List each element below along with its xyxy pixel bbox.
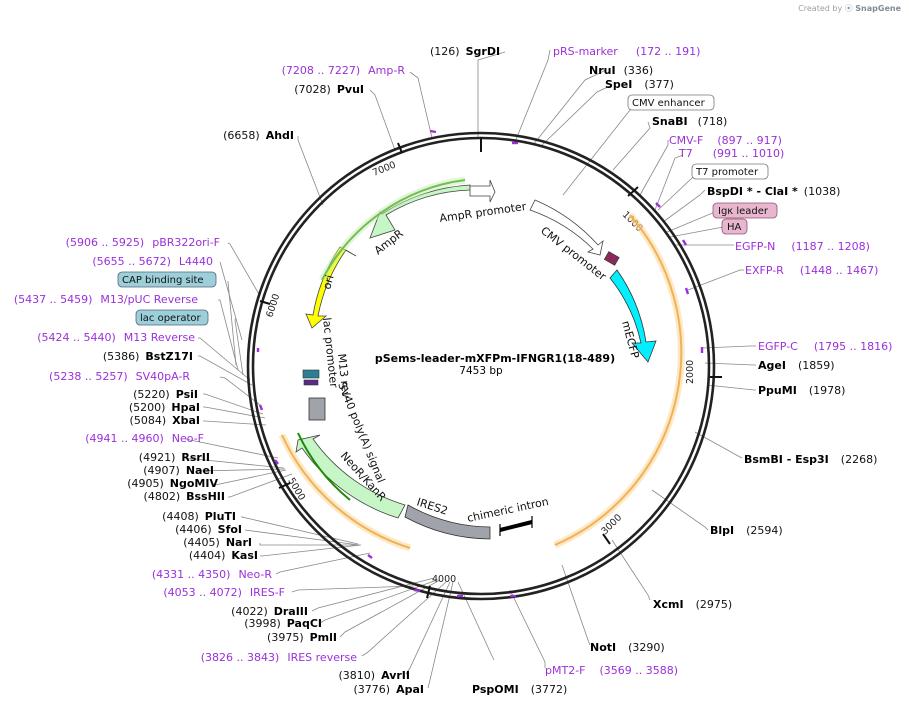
igk-leader-label: Igκ leader (718, 206, 769, 217)
brand-name: SnapGene (855, 4, 901, 13)
mecfp-arrow (609, 269, 657, 363)
plasmid-name: pSems-leader-mXFPm-IFNGR1(18-489) (375, 352, 615, 365)
site-bsmbi-esp3i: BsmBI - Esp3I(2268) (744, 453, 877, 466)
t7-promoter-label: T7 promoter (695, 167, 759, 178)
feature-label-ampr-promoter: AmpR promoter (439, 200, 528, 225)
site-agei: AgeI(1859) (758, 359, 835, 372)
backbone-outer-ring (246, 131, 716, 601)
site-bspdi-clai: BspDI * - ClaI *(1038) (707, 185, 840, 198)
lac-promoter-block (302, 369, 320, 379)
tick-label-6000: 6000 (264, 293, 282, 319)
primer-neo-f: (4941 .. 4960)Neo-F (85, 432, 204, 445)
site-xcmi: XcmI(2975) (653, 598, 732, 611)
site-snabi: SnaBI(718) (652, 115, 727, 128)
site-blpi: BlpI(2594) (710, 524, 783, 537)
plasmid-length: 7453 bp (459, 365, 503, 377)
primer-ires-f: (4053 .. 4072)IRES-F (163, 586, 285, 599)
site-avrii: (3810)AvrII (339, 669, 410, 682)
site-psii: (5220)PsiI (133, 388, 198, 401)
igk-leader-block (603, 251, 620, 266)
site-nari: (4405)NarI (183, 536, 252, 549)
site-pspomi: PspOMI(3772) (472, 683, 567, 696)
site-draiii: (4022)DraIII (231, 605, 308, 618)
primer-l4440: (5655 .. 5672)L4440 (92, 255, 213, 268)
primer-marks (256, 129, 704, 598)
snapgene-logo-icon: ⦿ (844, 4, 853, 13)
ires2-block (404, 504, 491, 540)
primer-sv40pa-r: (5238 .. 5257)SV40pA-R (49, 370, 190, 383)
boxed-t7-promoter: T7 promoter (691, 163, 769, 180)
cap-binding-site-label: CAP binding site (122, 275, 204, 286)
primer-prs-marker: pRS-marker(172 .. 191) (553, 45, 700, 58)
boxed-lac-operator: lac operator (135, 309, 209, 326)
boxed-cmv-enhancer: CMV enhancer (627, 94, 715, 111)
feature-label-chimeric-intron: chimeric intron (466, 495, 550, 525)
primer-m13-puc-reverse: (5437 .. 5459)M13/pUC Reverse (14, 293, 198, 306)
ires-orf-glow (278, 433, 412, 552)
tick-label-2000: 2000 (685, 360, 696, 384)
primer-exfp-r: EXFP-R(1448 .. 1467) (745, 264, 878, 277)
primer-egfp-n: EGFP-N(1187 .. 1208) (735, 240, 870, 253)
neo-orf-arc (297, 432, 351, 501)
primer-ires-reverse: (3826 .. 3843)IRES reverse (201, 651, 357, 664)
site-sgrdi: (126)SgrDI (430, 45, 500, 58)
site-bsshii: (4802)BssHII (144, 490, 225, 503)
primer-amp-r: (7208 .. 7227)Amp-R (282, 64, 406, 77)
primer-neo-r: (4331 .. 4350)Neo-R (152, 568, 272, 581)
primer-t7: T7(991 .. 1010) (678, 147, 784, 160)
brand-prefix: Created by (798, 4, 843, 13)
ampr-promoter-arrow (469, 179, 496, 203)
leader-lines (184, 49, 756, 689)
feature-label-ori: ori (320, 274, 336, 291)
site-nrui: NruI(336) (589, 64, 653, 77)
mecfp-orf-glow (553, 212, 685, 549)
site-ngomiv: (4905)NgoMIV (127, 477, 218, 490)
site-pmli: (3975)PmlI (267, 631, 337, 644)
ampr-arrow (369, 184, 471, 239)
site-sfoi: (4406)SfoI (175, 523, 242, 536)
boxed-igk-leader: Igκ leader (712, 202, 778, 219)
chimeric-intron-bar (499, 520, 533, 532)
lac-operator-label: lac operator (140, 313, 201, 324)
site-pluti: (4408)PluTI (162, 510, 236, 523)
neo-kanr-arrow (295, 434, 406, 519)
site-ppumi: PpuMI(1978) (758, 384, 845, 397)
primer-m13-reverse: (5424 .. 5440)M13 Reverse (37, 331, 195, 344)
boxed-ha: HA (721, 218, 748, 235)
cmv-promoter-arrow (529, 199, 604, 256)
site-hpai: (5200)HpaI (129, 401, 200, 414)
feature-label-m13-rev: M13 rev (335, 353, 353, 399)
primer-pmt2-f: pMT2-F(3569 .. 3588) (545, 664, 678, 677)
site-xbai: (5084)XbaI (130, 414, 200, 427)
snapgene-brand: Created by ⦿ SnapGene (798, 3, 901, 14)
site-bstz17i: (5386)BstZ17I (103, 350, 193, 363)
feature-label-lac-promoter: lac promoter (320, 317, 340, 389)
site-noti: NotI(3290) (590, 641, 665, 654)
site-kasi: (4404)KasI (189, 549, 258, 562)
ring-ticks (259, 137, 722, 599)
ha-label: HA (727, 222, 742, 233)
sv40-polya-block (308, 397, 326, 421)
site-paqci: (3998)PaqCI (244, 617, 322, 630)
tick-label-7000: 7000 (371, 160, 398, 179)
site-ahdi: (6658)AhdI (223, 129, 294, 142)
site-spei: SpeI(377) (605, 78, 674, 91)
tick-label-4000: 4000 (432, 574, 456, 585)
primer-cmv-f: CMV-F(897 .. 917) (669, 134, 782, 147)
site-rsrii: (4921)RsrII (139, 451, 210, 464)
primer-egfp-c: EGFP-C(1795 .. 1816) (758, 340, 892, 353)
ampr-orf-glow (318, 176, 466, 282)
site-apai: (3776)ApaI (354, 683, 424, 696)
site-naei: (4907)NaeI (143, 464, 214, 477)
m13-rev-block (303, 379, 319, 386)
boxed-cap-binding-site: CAP binding site (117, 271, 217, 288)
primer-pbr322ori-f: (5906 .. 5925)pBR322ori-F (66, 236, 220, 249)
site-pvui: (7028)PvuI (294, 83, 364, 96)
cmv-enhancer-label: CMV enhancer (632, 98, 706, 109)
